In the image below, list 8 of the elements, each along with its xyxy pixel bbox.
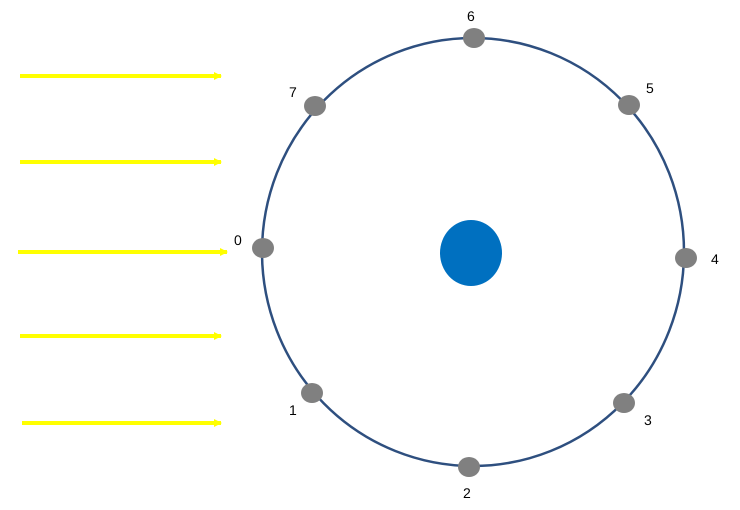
position-number: 4: [711, 251, 719, 267]
position-number: 0: [234, 232, 242, 248]
position-number: 7: [289, 84, 297, 100]
position-number: 2: [463, 485, 471, 501]
position-number: 1: [289, 402, 297, 418]
position-number: 3: [644, 412, 652, 428]
position-number: 6: [467, 8, 475, 24]
position-number: 5: [646, 80, 654, 96]
